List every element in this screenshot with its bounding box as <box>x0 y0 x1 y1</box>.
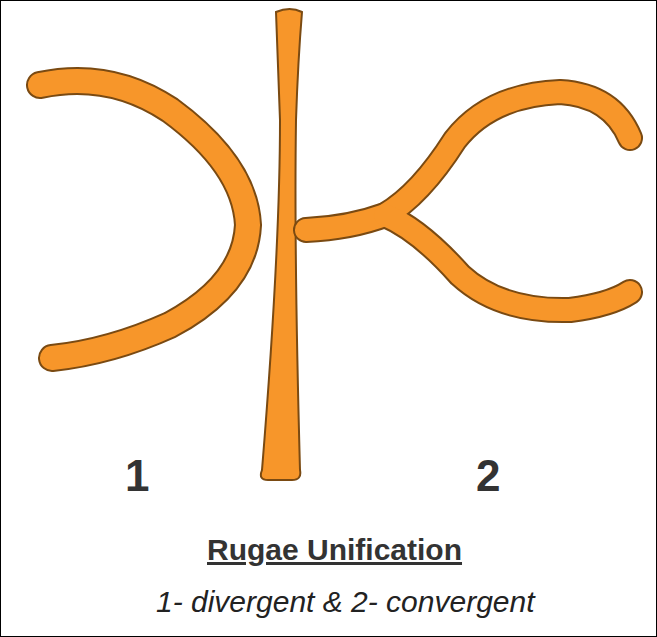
diagram-caption: 1- divergent & 2- convergent <box>156 585 535 619</box>
diagram-title: Rugae Unification <box>207 533 462 567</box>
central-ruga <box>261 9 302 480</box>
convergent-ruga <box>306 92 630 310</box>
divergent-ruga <box>40 81 248 358</box>
callout-number: 1 <box>125 451 149 501</box>
callout-number: 2 <box>476 451 500 501</box>
